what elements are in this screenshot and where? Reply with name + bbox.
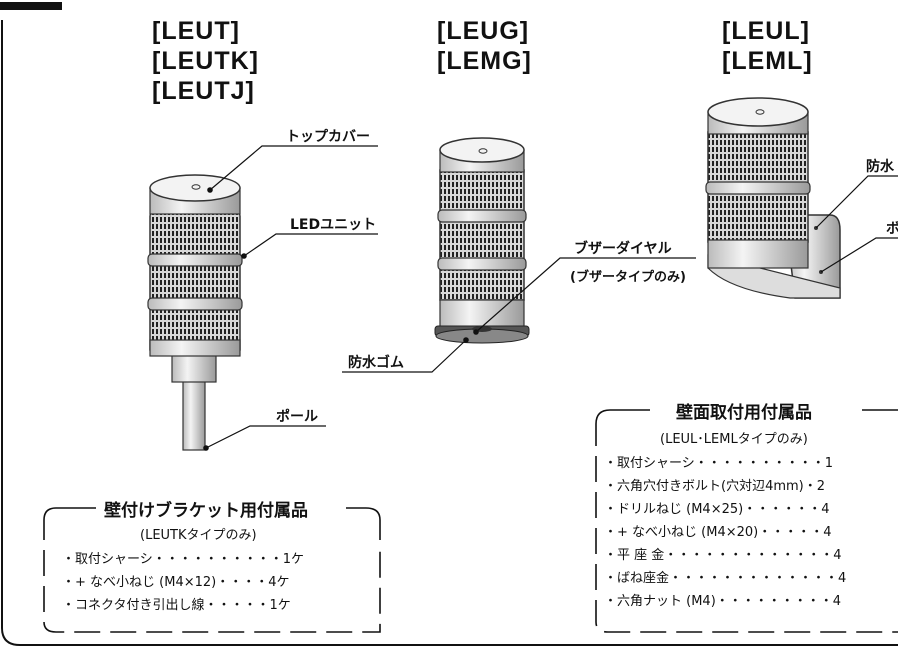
list-item: ・取付シャーシ・・・・・・・・・・1 [604, 456, 834, 471]
panel-left-subtitle: (LEUTKタイプのみ) [140, 528, 257, 543]
frame-tab [0, 2, 62, 10]
list-item: ・ドリルねじ (M4×25)・・・・・・4 [604, 502, 830, 517]
list-item: ・+ なべ小ねじ (M4×20)・・・・・4 [604, 525, 832, 540]
tower-right [705, 97, 841, 299]
list-item: ・+ なべ小ねじ (M4×12)・・・・4ケ [62, 575, 290, 590]
panel-left-border [43, 507, 381, 633]
model-label: [LEUTJ] [152, 77, 255, 105]
callout-waterproof-partial: 防水 [866, 159, 894, 175]
callout-pole: ポール [276, 409, 318, 425]
page-frame [0, 20, 898, 646]
panel-right-border [595, 409, 898, 633]
panel-right-subtitle: (LEUL･LEMLタイプのみ) [660, 432, 808, 447]
list-item: ・六角穴付きボルト(穴対辺4mm)・2 [604, 479, 826, 494]
tower-middle [434, 137, 530, 344]
model-label: [LEUTK] [152, 47, 259, 75]
model-label: [LEML] [722, 47, 813, 75]
callout-buzzer-dial: ブザーダイヤル [574, 241, 672, 257]
callout-top-cover: トップカバー [286, 129, 370, 145]
list-item: ・六角ナット (M4)・・・・・・・・・4 [604, 594, 842, 609]
panel-right-list: ・取付シャーシ・・・・・・・・・・1 ・六角穴付きボルト(穴対辺4mm)・2 ・… [604, 452, 846, 613]
model-label: [LEUL] [722, 17, 810, 45]
panel-left-list: ・取付シャーシ・・・・・・・・・・1ケ ・+ なべ小ねじ (M4×12)・・・・… [62, 548, 304, 617]
models-middle: [LEUG] [LEMG] [437, 16, 532, 76]
model-label: [LEUG] [437, 17, 530, 45]
panel-left-title: 壁付けブラケット用付属品 [104, 501, 308, 521]
callout-led-unit: LEDユニット [290, 217, 377, 233]
list-item: ・平 座 金・・・・・・・・・・・・・4 [604, 548, 842, 563]
leader-lines [203, 145, 898, 451]
callout-waterproof-rubber: 防水ゴム [348, 355, 404, 371]
model-label: [LEUT] [152, 17, 240, 45]
models-right: [LEUL] [LEML] [722, 16, 813, 76]
list-item: ・取付シャーシ・・・・・・・・・・1ケ [62, 552, 305, 567]
callout-right-partial: ボ [886, 221, 898, 237]
panel-right-title: 壁面取付用付属品 [676, 403, 812, 423]
callout-buzzer-only: (ブザータイプのみ) [570, 270, 686, 285]
list-item: ・ばね座金・・・・・・・・・・・・・4 [604, 571, 847, 586]
list-item: ・コネクタ付き引出し線・・・・・1ケ [62, 598, 291, 613]
tower-left [147, 174, 243, 451]
model-label: [LEMG] [437, 47, 532, 75]
models-left: [LEUT] [LEUTK] [LEUTJ] [152, 16, 259, 106]
